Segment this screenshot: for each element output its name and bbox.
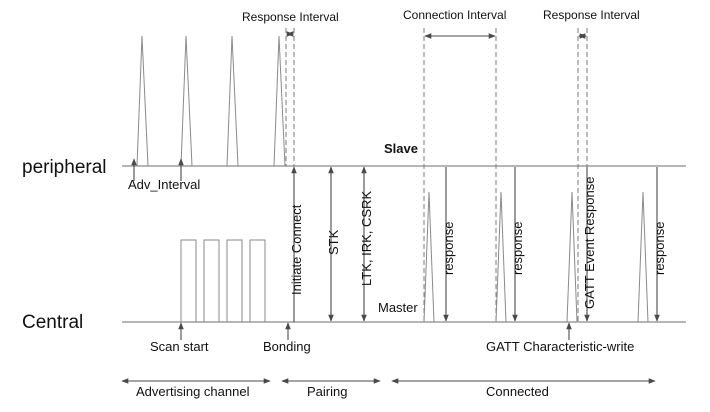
gatt-event-response-label: GATT Event Response — [582, 177, 597, 309]
adv-peak — [180, 35, 193, 167]
ltk-label: LTK, IRK, CSRK — [359, 191, 374, 286]
adv-peak — [226, 35, 239, 167]
gatt-write-label: GATT Characteristic-write — [486, 339, 634, 354]
connection-interval-label: Connection Interval — [403, 8, 506, 22]
connected-phase-label: Connected — [486, 384, 549, 399]
initiate-connect-label: Initiate Connect — [289, 204, 304, 295]
stk-label: STK — [326, 229, 341, 255]
connection-event-peak — [423, 191, 435, 323]
scan-start-label: Scan start — [150, 339, 209, 354]
scan-window — [180, 239, 197, 322]
response-interval-label-1: Response Interval — [242, 10, 339, 24]
response-label-3: response — [652, 222, 667, 275]
scan-window — [226, 239, 243, 322]
slave-label: Slave — [384, 141, 418, 156]
response-label-1: response — [441, 222, 456, 275]
connection-event-peak — [566, 191, 578, 323]
master-label: Master — [378, 300, 418, 315]
advertising-phase-label: Advertising channel — [136, 384, 250, 399]
central-row-label: Central — [22, 312, 83, 333]
pairing-phase-label: Pairing — [307, 384, 347, 399]
connection-event-peak — [637, 191, 649, 323]
bonding-label: Bonding — [263, 339, 311, 354]
adv-interval-label: Adv_Interval — [128, 177, 200, 192]
scan-window — [203, 239, 220, 322]
connection-event-peak — [495, 191, 507, 323]
response-interval-label-2: Response Interval — [543, 8, 640, 22]
adv-peak — [136, 35, 149, 167]
response-label-2: response — [510, 222, 525, 275]
scan-window — [249, 239, 266, 322]
peripheral-row-label: peripheral — [22, 157, 107, 178]
adv-peak — [273, 35, 286, 167]
